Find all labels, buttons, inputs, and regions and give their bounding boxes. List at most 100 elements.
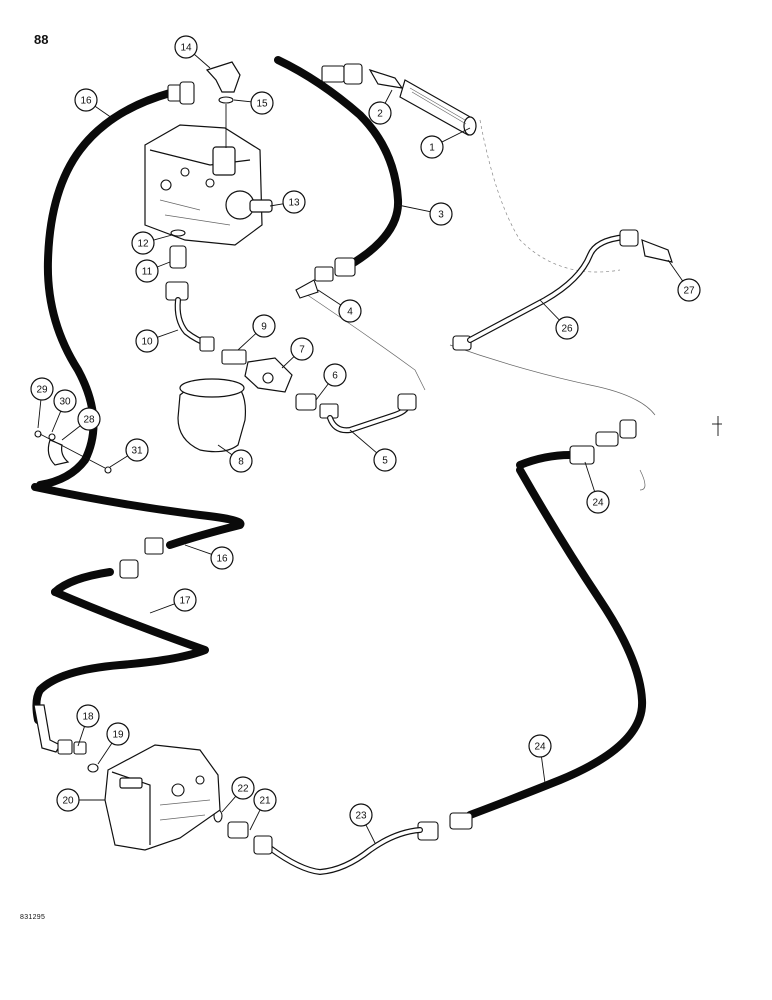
callout-leader (109, 455, 128, 468)
callout-12: 12 (131, 231, 173, 255)
callout-number: 2 (377, 109, 383, 120)
callout-circle (131, 231, 155, 255)
callout-30: 30 (51, 389, 77, 433)
callout-number: 11 (142, 267, 153, 278)
callout-leader (97, 742, 113, 765)
callout-number: 26 (561, 324, 573, 335)
callout-leader (149, 603, 175, 614)
callout-circle (76, 704, 100, 728)
callout-7: 7 (281, 337, 314, 369)
tube-10-assembly (165, 229, 215, 352)
callout-leader (397, 204, 431, 213)
callout-circle (282, 190, 306, 214)
callout-leader (317, 289, 342, 306)
callout-number: 3 (438, 210, 444, 221)
callout-number: 19 (112, 730, 124, 741)
clamp-hardware (34, 430, 112, 474)
callout-leader (249, 809, 261, 831)
callout-circle (429, 202, 453, 226)
callout-circle (253, 788, 277, 812)
callout-31: 31 (109, 438, 149, 468)
callout-13: 13 (269, 190, 306, 214)
callout-number: 30 (59, 397, 71, 408)
callout-circle (373, 448, 397, 472)
callout-29: 29 (30, 377, 54, 429)
callout-circle (125, 438, 149, 462)
callout-27: 27 (667, 259, 701, 302)
callout-circle (555, 316, 579, 340)
callout-6: 6 (315, 363, 347, 401)
callout-leader (157, 329, 179, 338)
hose-16-upper (36, 81, 195, 489)
callout-15: 15 (233, 91, 274, 115)
tube-23 (213, 809, 423, 875)
callout-number: 28 (83, 415, 95, 426)
callout-leader (269, 203, 284, 207)
callout-3: 3 (397, 202, 453, 226)
callout-10: 10 (135, 329, 179, 353)
callout-circle (77, 407, 101, 431)
callout-21: 21 (249, 788, 277, 831)
callout-number: 22 (237, 784, 249, 795)
callout-8: 8 (217, 444, 253, 473)
callout-leader (667, 259, 684, 282)
callout-leader (157, 261, 171, 268)
callout-number: 29 (36, 385, 48, 396)
callout-circle (135, 329, 159, 353)
callout-number: 6 (332, 371, 338, 382)
callout-20: 20 (56, 788, 105, 812)
callout-16: 16 (184, 544, 234, 570)
callout-leader (541, 756, 546, 784)
callout-circle (56, 788, 80, 812)
hose-3 (274, 56, 404, 299)
callout-circle (53, 389, 77, 413)
callout-number: 27 (683, 286, 695, 297)
callout-circle (229, 449, 253, 473)
callout-number: 1 (429, 143, 435, 154)
callout-circle (368, 101, 392, 125)
callout-leader (281, 356, 295, 369)
callout-9: 9 (237, 314, 276, 351)
callout-26: 26 (539, 299, 579, 340)
callout-circle (231, 776, 255, 800)
drawing-code: 831295 (20, 914, 46, 921)
callout-number: 13 (288, 198, 300, 209)
callout-number: 16 (80, 96, 92, 107)
part-1-breather (399, 79, 477, 136)
callout-number: 5 (382, 456, 388, 467)
callout-circle (210, 546, 234, 570)
callout-circle (106, 722, 130, 746)
callout-17: 17 (149, 588, 197, 614)
pump-20 (104, 744, 221, 851)
callout-circle (420, 135, 444, 159)
callout-4: 4 (317, 289, 362, 323)
callout-24: 24 (528, 734, 552, 784)
callout-leader (365, 824, 376, 844)
callout-leader (51, 410, 62, 433)
callout-leader (193, 53, 211, 69)
callout-number: 9 (261, 322, 267, 333)
callout-number: 18 (82, 712, 94, 723)
callout-11: 11 (135, 259, 171, 283)
callout-number: 24 (592, 498, 604, 509)
page-number: 88 (34, 32, 49, 47)
callout-2: 2 (368, 89, 393, 125)
callout-circle (30, 377, 54, 401)
callout-number: 12 (137, 239, 149, 250)
callout-5: 5 (349, 429, 397, 472)
callout-22: 22 (221, 776, 255, 813)
callout-leader (384, 89, 393, 104)
callout-16: 16 (74, 88, 113, 119)
callout-circle (173, 588, 197, 612)
callout-circle (74, 88, 98, 112)
callout-circle (586, 490, 610, 514)
callout-19: 19 (97, 722, 130, 765)
callout-circle (290, 337, 314, 361)
callout-1: 1 (420, 127, 471, 159)
callout-number: 21 (259, 796, 271, 807)
callout-14: 14 (174, 35, 211, 69)
elbow-14 (205, 61, 241, 148)
callout-leader (153, 234, 173, 241)
